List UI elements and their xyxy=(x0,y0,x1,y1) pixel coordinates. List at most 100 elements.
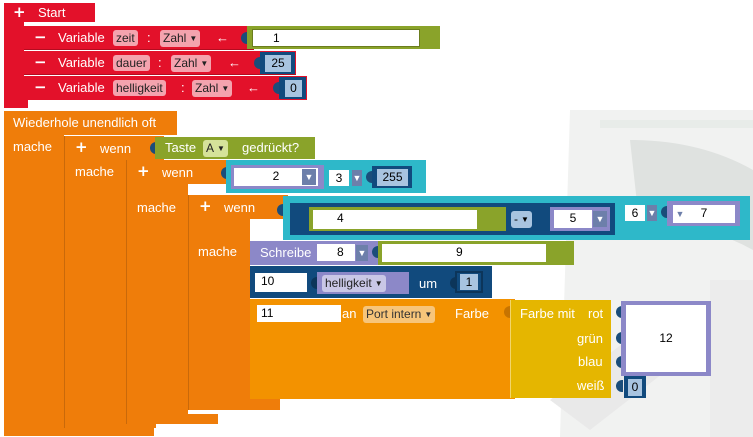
input-connector xyxy=(372,246,379,258)
if1-condition-block[interactable] xyxy=(155,137,315,159)
if2-do-label: mache xyxy=(137,200,177,215)
input-connector xyxy=(616,356,623,368)
color-block[interactable] xyxy=(510,300,611,398)
chevron-down-icon: ▼ xyxy=(200,59,209,68)
input-connector xyxy=(311,277,318,289)
if2-dropdown-icon[interactable]: ▼ xyxy=(302,169,316,185)
start-foot xyxy=(4,100,28,108)
if3-field-d-value: 7 xyxy=(700,206,708,220)
if3-plus-icon[interactable]: + xyxy=(199,197,212,215)
color-rgb-value[interactable]: 12 xyxy=(626,305,706,372)
write-field-a[interactable]: 8 xyxy=(317,244,355,261)
var-dauer-keyword: Variable xyxy=(58,55,105,70)
if3-operator-label: - xyxy=(514,212,518,226)
write-dropdown-icon[interactable]: ▼ xyxy=(356,245,368,261)
led-port[interactable]: Port intern▼ xyxy=(363,306,436,323)
var-zeit-value[interactable]: 1 xyxy=(252,29,420,47)
var-zeit-arrow: ← xyxy=(216,30,229,45)
if3-field-a[interactable]: 4 xyxy=(313,210,477,229)
if2-block[interactable] xyxy=(126,160,226,184)
var-helligkeit-colon: : xyxy=(181,80,185,95)
loop-label: Wiederhole unendlich oft xyxy=(13,115,157,130)
if2-foot xyxy=(126,414,218,424)
if3-field-b[interactable]: 5 xyxy=(554,210,592,228)
chevron-down-icon: ▼ xyxy=(521,215,529,224)
if3-field-b-value: 5 xyxy=(569,211,577,225)
if2-field-b[interactable]: 3 xyxy=(329,170,349,186)
if3-field-d[interactable]: 7 xyxy=(673,205,735,223)
loop-body xyxy=(4,134,64,432)
if3-field-c[interactable]: 6 xyxy=(625,205,645,221)
input-connector xyxy=(277,204,284,216)
change-variable-label: helligkeit xyxy=(325,276,372,290)
input-connector xyxy=(150,142,157,154)
if1-cond-key[interactable]: A▼ xyxy=(203,140,228,157)
start-block[interactable] xyxy=(4,3,95,22)
input-connector xyxy=(616,332,623,344)
if1-plus-icon[interactable]: + xyxy=(75,138,88,156)
input-connector xyxy=(450,277,457,289)
if1-cond-suffix: gedrückt? xyxy=(242,140,300,155)
var-zeit-colon: : xyxy=(147,30,151,45)
if2-field-a[interactable]: 2 xyxy=(234,168,318,186)
var-dauer-minus-icon[interactable]: − xyxy=(34,53,47,71)
change-value[interactable]: 1 xyxy=(460,274,478,290)
if3-comparator-icon[interactable]: ▼ xyxy=(647,205,657,221)
var-helligkeit-keyword: Variable xyxy=(58,80,105,95)
if2-body xyxy=(126,183,188,419)
if3-block[interactable] xyxy=(188,195,288,219)
chevron-down-icon: ▼ xyxy=(424,310,433,319)
if2-op-icon[interactable]: ▼ xyxy=(352,170,362,186)
write-label: Schreibe xyxy=(260,245,312,260)
start-plus-icon[interactable]: + xyxy=(13,3,26,21)
led-field-a[interactable]: 11 xyxy=(257,305,341,322)
if3-field-d-dropdown-icon[interactable]: ▼ xyxy=(674,206,686,222)
var-dauer-value[interactable]: 25 xyxy=(265,55,291,72)
color-blue-label: blau xyxy=(578,354,603,369)
var-helligkeit-minus-icon[interactable]: − xyxy=(34,78,47,96)
input-connector xyxy=(504,306,511,318)
change-variable[interactable]: helligkeit▼ xyxy=(322,275,386,292)
led-at-label: an xyxy=(342,306,357,321)
if3-field-b-dropdown-icon[interactable]: ▼ xyxy=(593,211,607,227)
input-connector xyxy=(366,171,373,183)
if3-operator[interactable]: -▼ xyxy=(511,211,532,228)
if1-label: wenn xyxy=(100,141,132,156)
if1-body xyxy=(64,159,126,424)
if3-foot xyxy=(188,398,280,410)
led-port-label: Port intern xyxy=(366,307,422,321)
change-by-label: um xyxy=(419,276,438,291)
loop-do-label: mache xyxy=(13,139,53,154)
loop-foot xyxy=(4,426,154,436)
if1-block[interactable] xyxy=(64,136,164,160)
if3-do-label: mache xyxy=(198,244,238,259)
input-connector xyxy=(616,380,623,392)
var-block-dauer[interactable] xyxy=(24,51,296,75)
var-dauer-name[interactable]: dauer xyxy=(113,55,150,71)
var-helligkeit-arrow: ← xyxy=(247,80,260,95)
if3-body xyxy=(188,218,250,410)
input-connector xyxy=(616,306,623,318)
var-helligkeit-value[interactable]: 0 xyxy=(285,80,302,97)
var-zeit-name[interactable]: zeit xyxy=(113,30,138,46)
if2-label: wenn xyxy=(162,165,194,180)
if3-label: wenn xyxy=(224,200,256,215)
if2-field-c[interactable]: 255 xyxy=(377,169,408,186)
if2-plus-icon[interactable]: + xyxy=(137,162,150,180)
var-zeit-type-label: Zahl xyxy=(163,31,187,45)
var-zeit-minus-icon[interactable]: − xyxy=(34,28,47,46)
chevron-down-icon: ▼ xyxy=(217,144,225,153)
var-zeit-keyword: Variable xyxy=(58,30,105,45)
var-dauer-type[interactable]: Zahl▼ xyxy=(171,55,212,72)
loop-block[interactable] xyxy=(4,111,177,135)
var-dauer-type-label: Zahl xyxy=(174,56,198,70)
var-block-zeit[interactable] xyxy=(24,26,254,50)
input-connector xyxy=(221,167,228,179)
write-field-b[interactable]: 9 xyxy=(382,244,546,262)
var-helligkeit-name[interactable]: helligkeit xyxy=(113,80,166,96)
var-zeit-type[interactable]: Zahl▼ xyxy=(160,30,201,47)
change-field-a[interactable]: 10 xyxy=(255,273,307,292)
color-white-value[interactable]: 0 xyxy=(628,379,642,396)
if1-do-label: mache xyxy=(75,164,115,179)
var-helligkeit-type[interactable]: Zahl▼ xyxy=(192,80,233,97)
